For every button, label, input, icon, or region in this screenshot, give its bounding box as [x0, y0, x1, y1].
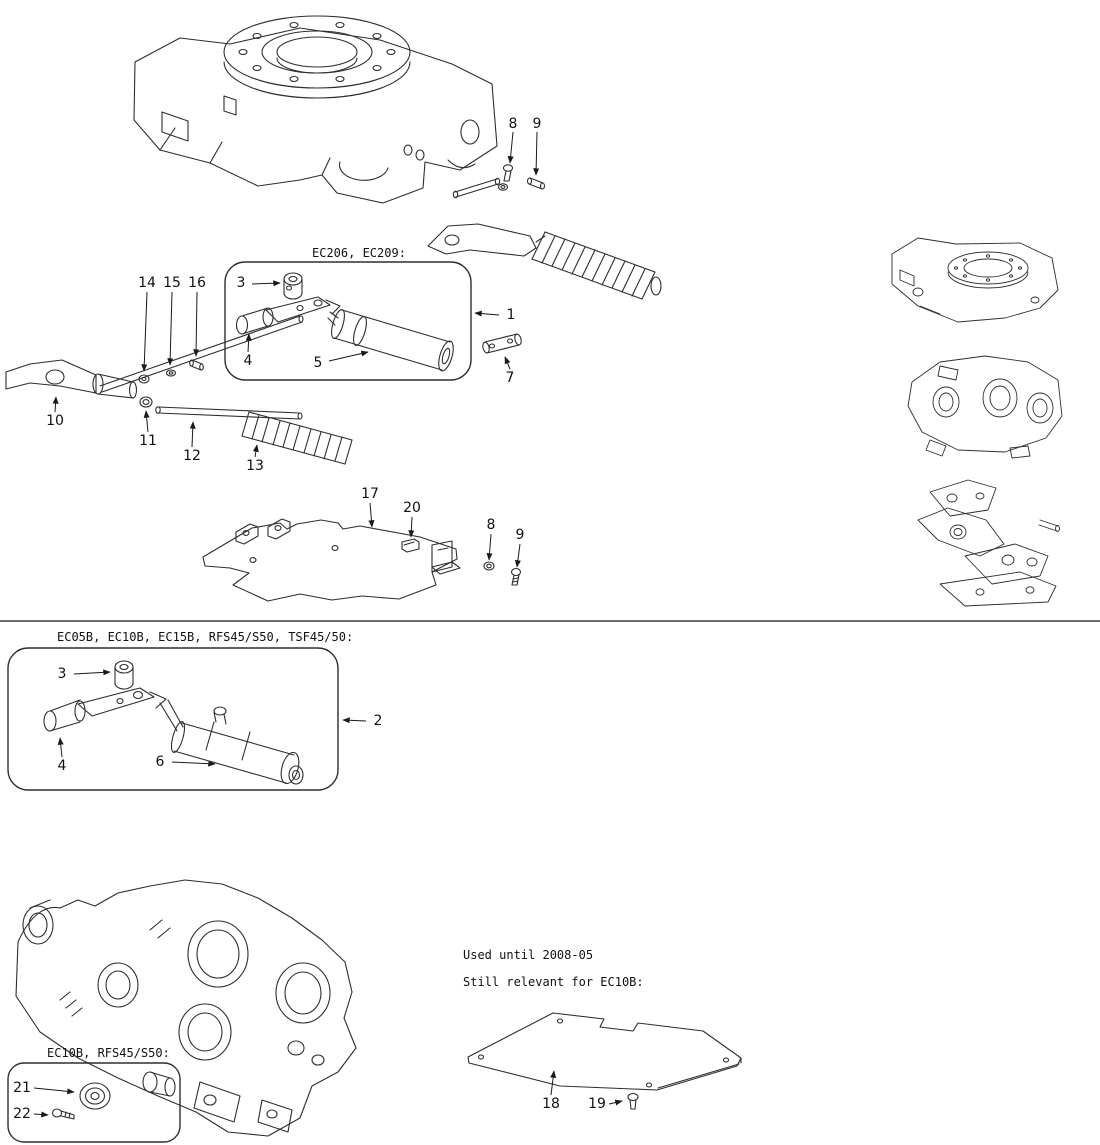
spring-lever-assembly: [427, 223, 662, 300]
model-label-ec10b: EC10B, RFS45/S50:: [47, 1046, 170, 1060]
callout-14: 14: [138, 275, 156, 291]
thumbnail-machine-top: [891, 237, 1059, 323]
fasteners-8-9-top: [452, 164, 546, 199]
callout-20: 20: [403, 500, 421, 516]
ec05b-detail-box: [7, 647, 339, 791]
link-7: [482, 333, 522, 354]
callout-9: 9: [532, 116, 542, 132]
callout-10: 10: [46, 413, 64, 429]
model-label-ec206: EC206, EC209:: [312, 246, 406, 260]
engine-housing-drawing: [15, 879, 357, 1137]
callout-17: 17: [361, 486, 379, 502]
callout-15: 15: [163, 275, 181, 291]
ec10b-box-parts: [51, 1071, 176, 1120]
callout-11: 11: [139, 433, 157, 449]
ec206-detail-box: [224, 261, 472, 381]
callout-7: 7: [505, 370, 515, 386]
lever-rod-spring-group: [5, 315, 353, 465]
callout-3b: 3: [57, 666, 67, 682]
foot-plate-drawing: [202, 518, 522, 602]
callout-8: 8: [508, 116, 518, 132]
thumbnail-linkage: [917, 479, 1060, 607]
callout-3: 3: [236, 275, 246, 291]
ec05b-box-parts: [43, 660, 304, 785]
ec10b-detail-box: [7, 1062, 181, 1143]
callout-1: 1: [506, 307, 516, 323]
callout-16: 16: [188, 275, 206, 291]
callout-22: 22: [13, 1106, 31, 1122]
callout-21: 21: [13, 1080, 31, 1096]
callout-4b: 4: [57, 758, 67, 774]
callout-5: 5: [313, 355, 323, 371]
callout-12: 12: [183, 448, 201, 464]
plate-18-drawing: [467, 1012, 742, 1110]
thumbnail-gearbox: [907, 355, 1063, 459]
callout-leader-lines: [33, 131, 623, 1118]
note-still-relevant: Still relevant for EC10B:: [463, 975, 644, 989]
callout-9b: 9: [515, 527, 525, 543]
callout-8b: 8: [486, 517, 496, 533]
callout-13: 13: [246, 458, 264, 474]
callout-18: 18: [542, 1096, 560, 1112]
ec206-box-parts: [235, 272, 454, 372]
callout-19: 19: [588, 1096, 606, 1112]
machine-base-drawing: [133, 15, 498, 204]
callout-4: 4: [243, 353, 253, 369]
callout-6: 6: [155, 754, 165, 770]
model-label-ec05b: EC05B, EC10B, EC15B, RFS45/S50, TSF45/50…: [57, 630, 354, 644]
callout-2: 2: [373, 713, 383, 729]
note-used-until: Used until 2008-05: [463, 948, 594, 962]
